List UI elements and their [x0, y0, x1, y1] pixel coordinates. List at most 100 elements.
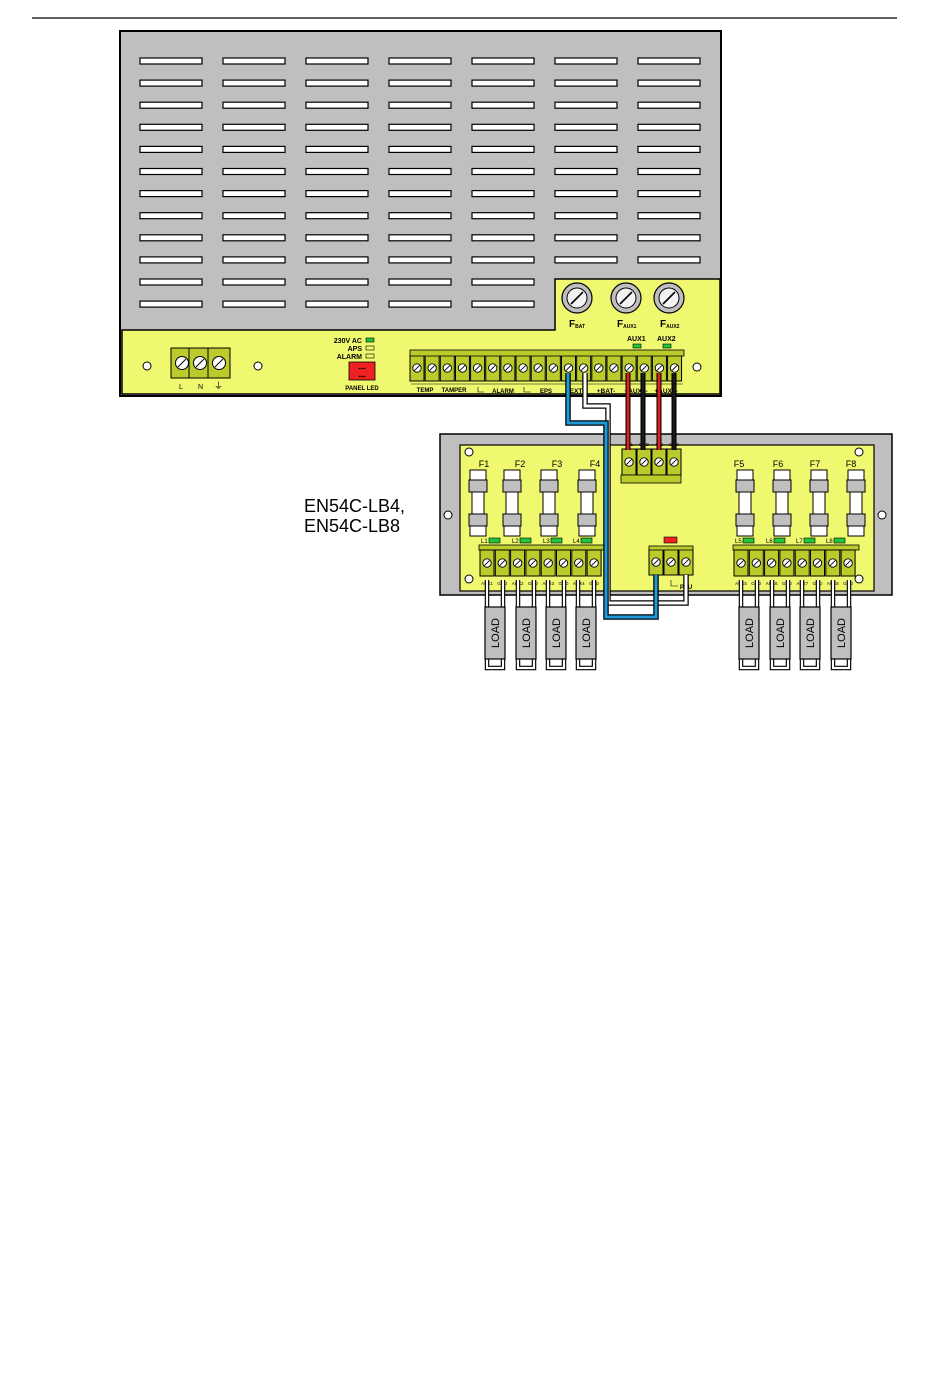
fuse-holder-icon	[610, 282, 642, 314]
terminal-screw-icon	[545, 354, 561, 382]
vent-slot	[637, 190, 701, 198]
terminal-screw-icon	[530, 354, 546, 382]
fuse-icon	[502, 469, 522, 537]
vent-slot	[305, 79, 369, 87]
led-label: L8	[826, 539, 833, 545]
terminal-screw-icon	[636, 448, 652, 476]
vent-slot	[305, 101, 369, 109]
psu-fuses: FBAT FAUX1 FAUX2	[561, 282, 685, 330]
fuse-label-sub: AUX2	[666, 324, 680, 330]
vent-slot	[388, 57, 452, 65]
terminal-screw-icon	[825, 549, 841, 577]
mains-terminal-block: L N ⏚	[170, 347, 231, 391]
vent-slot	[471, 145, 535, 153]
svg-text:FAUX2: FAUX2	[660, 319, 680, 330]
vent-slot	[222, 190, 286, 198]
load-label: LOAD	[581, 618, 593, 648]
terminal-screw-icon	[663, 548, 679, 576]
ventilation-slots	[139, 57, 701, 308]
vent-slot	[554, 234, 618, 242]
terminal-screw-icon	[494, 549, 510, 577]
psu-terminal-strip	[409, 349, 685, 382]
vent-slot	[471, 212, 535, 220]
vent-slot	[637, 256, 701, 264]
vent-slot	[139, 57, 203, 65]
mounting-hole-icon	[443, 510, 453, 520]
terminal-screw-icon	[606, 354, 622, 382]
fuse-icon	[772, 469, 792, 537]
terminal-screw-icon	[794, 549, 810, 577]
led-label: L5	[735, 539, 742, 545]
vent-slot	[388, 123, 452, 131]
terminal-group-label: EPS	[540, 389, 552, 395]
channel-leds: L1 L2 L3 L4 L5 L6 L7 L8	[481, 536, 846, 545]
led	[519, 537, 532, 544]
vent-slot	[222, 101, 286, 109]
vent-slot	[139, 300, 203, 308]
mounting-hole-icon	[854, 447, 864, 457]
mains-label-n: N	[198, 384, 203, 391]
load-box	[575, 606, 597, 660]
led-label: L4	[573, 539, 580, 545]
terminal-group-label: TEMP	[417, 388, 434, 394]
terminal-screw-icon	[500, 354, 516, 382]
led	[773, 537, 786, 544]
vent-slot	[637, 212, 701, 220]
vent-slot	[471, 167, 535, 176]
terminal-screw-icon	[648, 548, 664, 576]
vent-slot	[222, 278, 286, 286]
vent-slot	[388, 145, 452, 153]
psu-status-led	[663, 536, 678, 544]
led	[803, 537, 816, 544]
vent-slot	[139, 212, 203, 220]
vent-slot	[139, 145, 203, 153]
vent-slot	[388, 101, 452, 109]
vent-slot	[305, 278, 369, 286]
vent-slot	[554, 256, 618, 264]
vent-slot	[305, 123, 369, 131]
fuse-label-main: F	[617, 319, 623, 330]
panel-led-connector: ▪▪▪▪ ▪▪▪▪ PANEL LED	[345, 361, 379, 392]
load-label: LOAD	[521, 618, 533, 648]
vent-slot	[637, 79, 701, 87]
vent-slot	[471, 300, 535, 308]
vent-slot	[305, 57, 369, 65]
terminal-screw-icon	[764, 549, 780, 577]
terminal-screw-icon	[556, 549, 571, 577]
load-box	[484, 606, 506, 660]
panel-led-label: PANEL LED	[345, 386, 379, 392]
fuse-icon	[735, 469, 755, 537]
vent-slot	[637, 234, 701, 242]
vent-slot	[222, 212, 286, 220]
load-label: LOAD	[744, 618, 756, 648]
fuse-label-sub: BAT	[575, 324, 585, 330]
aps-led	[365, 345, 375, 351]
wiring	[565, 373, 689, 620]
load-label: LOAD	[551, 618, 563, 648]
vent-slot	[305, 167, 369, 176]
terminal-screw-icon	[409, 354, 425, 382]
terminal-screw-icon	[591, 354, 607, 382]
terminal-screw-icon	[666, 448, 682, 476]
terminal-screw-icon	[651, 448, 667, 476]
terminal-screw-icon	[479, 549, 495, 577]
status-led-label: 230V AC	[334, 338, 362, 345]
load-box	[799, 606, 821, 660]
fuse-icon	[539, 469, 559, 537]
led-label: L1	[481, 539, 488, 545]
vent-slot	[388, 190, 452, 198]
load-label: LOAD	[805, 618, 817, 648]
load-box	[830, 606, 852, 660]
fuse-icon	[809, 469, 829, 537]
load-box	[515, 606, 537, 660]
model-label-line2: EN54C-LB8	[304, 516, 401, 536]
vent-slot	[388, 278, 452, 286]
vent-slot	[305, 145, 369, 153]
svg-text:▪▪▪▪: ▪▪▪▪	[358, 374, 365, 380]
vent-slot	[471, 234, 535, 242]
fuse-label: F4	[590, 459, 601, 469]
vent-slot	[388, 256, 452, 264]
vent-slot	[139, 256, 203, 264]
